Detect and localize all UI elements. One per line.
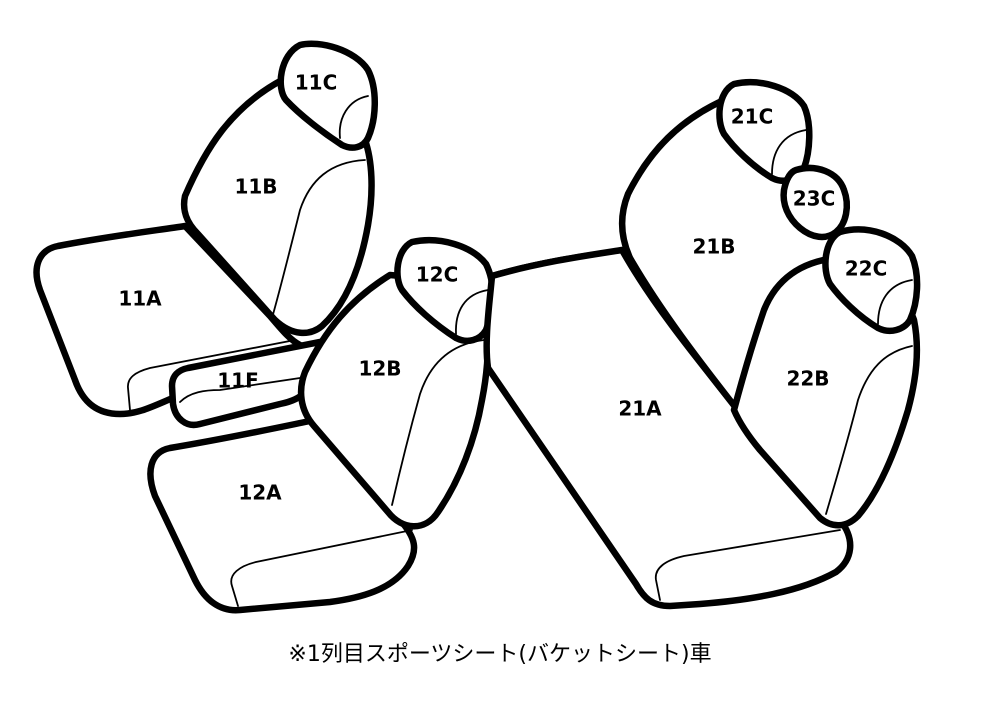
label-21A: 21A [618, 397, 662, 421]
part-11A-inner-line [127, 339, 296, 411]
label-11B: 11B [234, 175, 277, 199]
label-12A: 12A [238, 481, 282, 505]
part-22B-inner-line [825, 345, 913, 515]
part-22C-shape [822, 226, 921, 334]
part-12B-inner-line [391, 339, 485, 506]
front-seat-1 [33, 40, 378, 429]
part-12A-inner-line [230, 529, 413, 607]
label-11F: 11F [217, 369, 259, 393]
label-21C: 21C [731, 105, 774, 129]
part-11C-inner-line [338, 95, 369, 139]
label-22B: 22B [786, 367, 829, 391]
part-11C-shape [277, 40, 378, 151]
label-11C: 11C [295, 71, 338, 95]
footnote-caption: ※1列目スポーツシート(バケットシート)車 [288, 642, 712, 667]
label-12B: 12B [358, 357, 401, 381]
label-12C: 12C [416, 263, 459, 287]
front-seat-2 [147, 237, 496, 614]
label-11A: 11A [118, 287, 162, 311]
part-21A-inner-line [654, 529, 841, 601]
label-22C: 22C [845, 257, 888, 281]
part-12C-inner-line [455, 289, 489, 335]
label-21B: 21B [692, 235, 735, 259]
part-23C-shape [780, 164, 850, 241]
label-23C: 23C [793, 187, 836, 211]
part-11B-inner-line [271, 159, 366, 319]
part-12C-shape [394, 237, 496, 344]
part-11F-inner-line [179, 377, 301, 403]
rear-bench-seat [483, 79, 921, 610]
part-21C-inner-line [771, 129, 807, 175]
part-22C-inner-line [877, 279, 913, 325]
